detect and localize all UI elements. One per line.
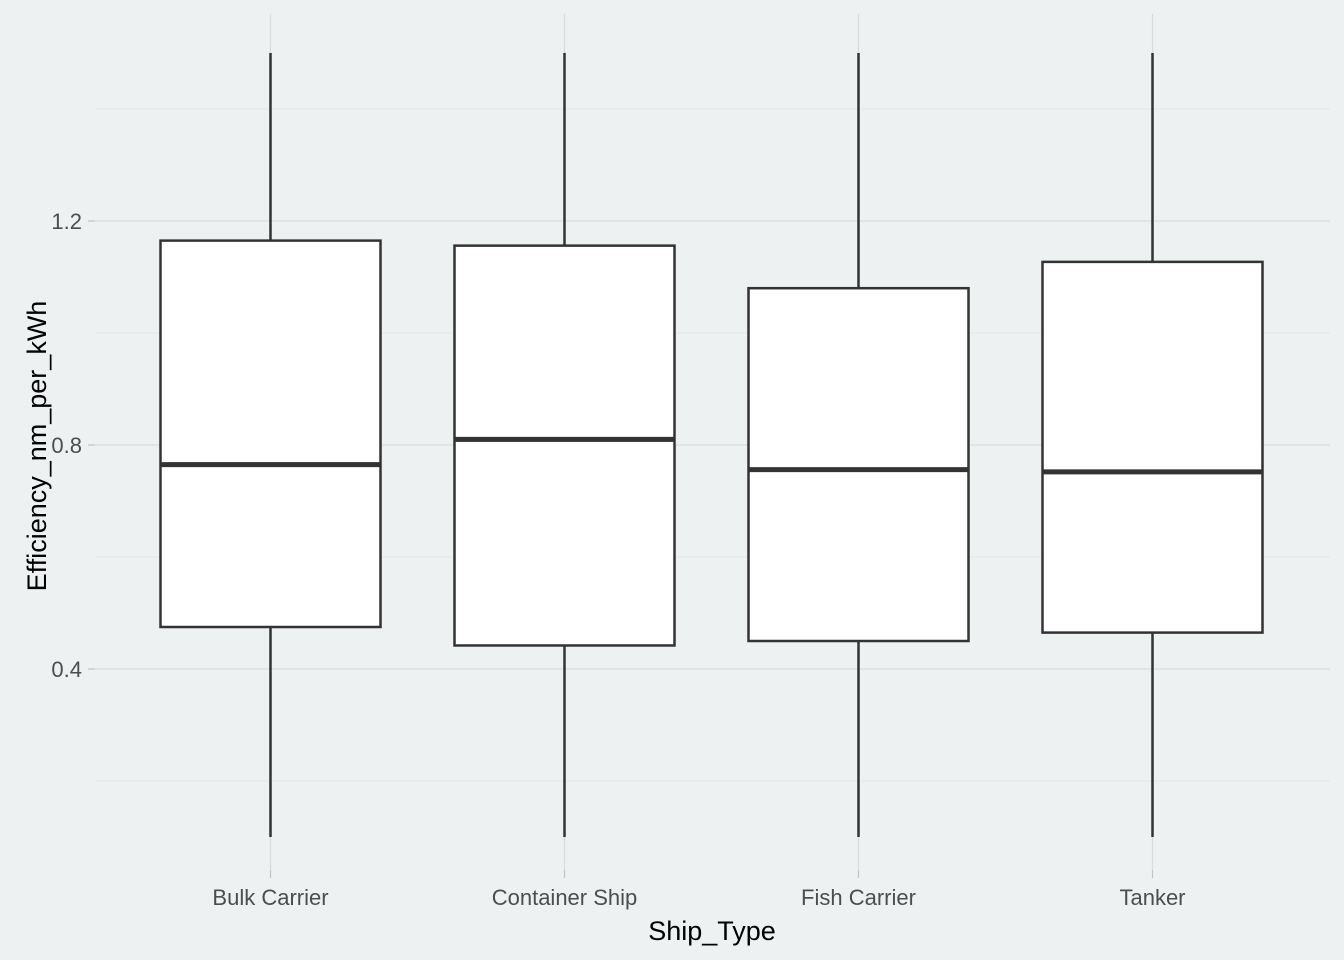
boxes: [159, 53, 1264, 837]
x-axis-title: Ship_Type: [648, 916, 776, 946]
box-iqr: [159, 239, 382, 629]
x-tick-label: Container Ship: [492, 885, 638, 910]
x-axis-ticks: Bulk Carrier Container Ship Fish Carrier Ta…: [212, 870, 1186, 910]
y-tick-label: 0.8: [51, 433, 82, 458]
y-tick-label: 1.2: [51, 209, 82, 234]
box-iqr: [1041, 260, 1264, 634]
box-iqr: [453, 244, 676, 647]
y-axis-ticks: 0.4 0.8 1.2: [51, 209, 95, 682]
box-container-ship: [453, 53, 676, 837]
x-tick-label: Bulk Carrier: [212, 885, 328, 910]
box-tanker: [1041, 53, 1264, 837]
x-tick-label: Tanker: [1119, 885, 1185, 910]
box-iqr: [747, 286, 970, 643]
box-bulk-carrier: [159, 53, 382, 837]
x-tick-label: Fish Carrier: [801, 885, 916, 910]
y-axis-title: Efficiency_nm_per_kWh: [22, 301, 52, 592]
box-fish-carrier: [747, 53, 970, 837]
y-tick-label: 0.4: [51, 657, 82, 682]
